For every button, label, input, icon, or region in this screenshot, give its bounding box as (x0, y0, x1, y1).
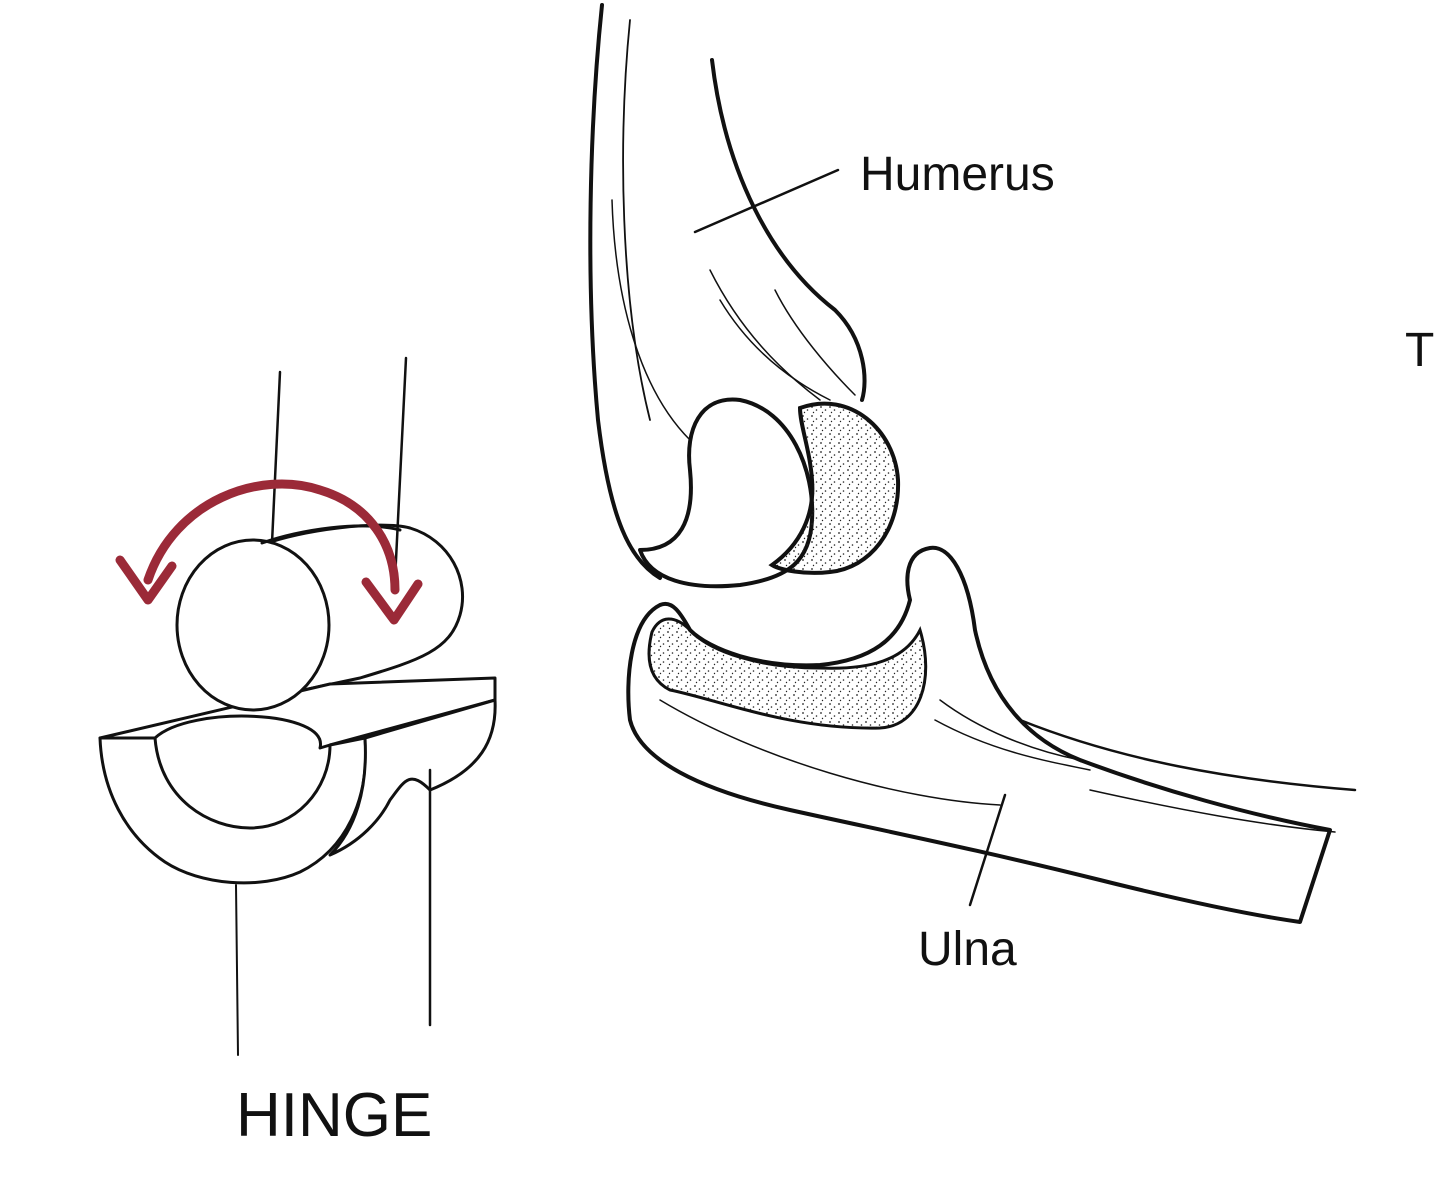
epicondyle-shading-3 (774, 289, 856, 396)
hinge-socket-front (98, 736, 368, 885)
ulna-label: Ulna (918, 923, 1017, 976)
curved-double-arrow-icon (115, 479, 423, 625)
hinge-socket-side (328, 698, 497, 857)
epicondyle-shading-2 (719, 299, 831, 401)
hinge-leader-top-right (393, 356, 408, 582)
ulna-shading-2 (934, 719, 1091, 771)
ulna-articular-surface (647, 617, 928, 730)
hinge-title: HINGE (236, 1081, 432, 1150)
humerus-bone (588, 3, 662, 580)
cut-off-letter: T (1405, 324, 1434, 377)
ulna-shading-3 (659, 699, 1001, 806)
humerus-shading-2 (611, 199, 691, 441)
ulna-shading (939, 699, 1081, 761)
humerus-posterior-edge (710, 58, 867, 402)
hinge-leader-top-left (270, 370, 282, 545)
elbow-anatomy: Humerus Ulna (588, 3, 1357, 976)
humerus-leader (693, 168, 840, 234)
hinge-leader-bottom-left (235, 884, 239, 1056)
ulna-leader (968, 793, 1007, 907)
ulna-shading-4 (1089, 789, 1336, 833)
hinge-model (98, 356, 497, 1056)
hinge-cylinder-edge (260, 524, 402, 545)
humerus-label: Humerus (860, 148, 1055, 201)
humerus-condyle (638, 397, 815, 589)
ulna-upper-edge (1018, 718, 1357, 792)
humerus-shading (622, 19, 651, 421)
humerus-articular-surface (768, 401, 901, 575)
hinge-cylinder-front (175, 538, 331, 712)
epicondyle-shading (709, 269, 821, 401)
ulna-bone (626, 545, 1332, 924)
